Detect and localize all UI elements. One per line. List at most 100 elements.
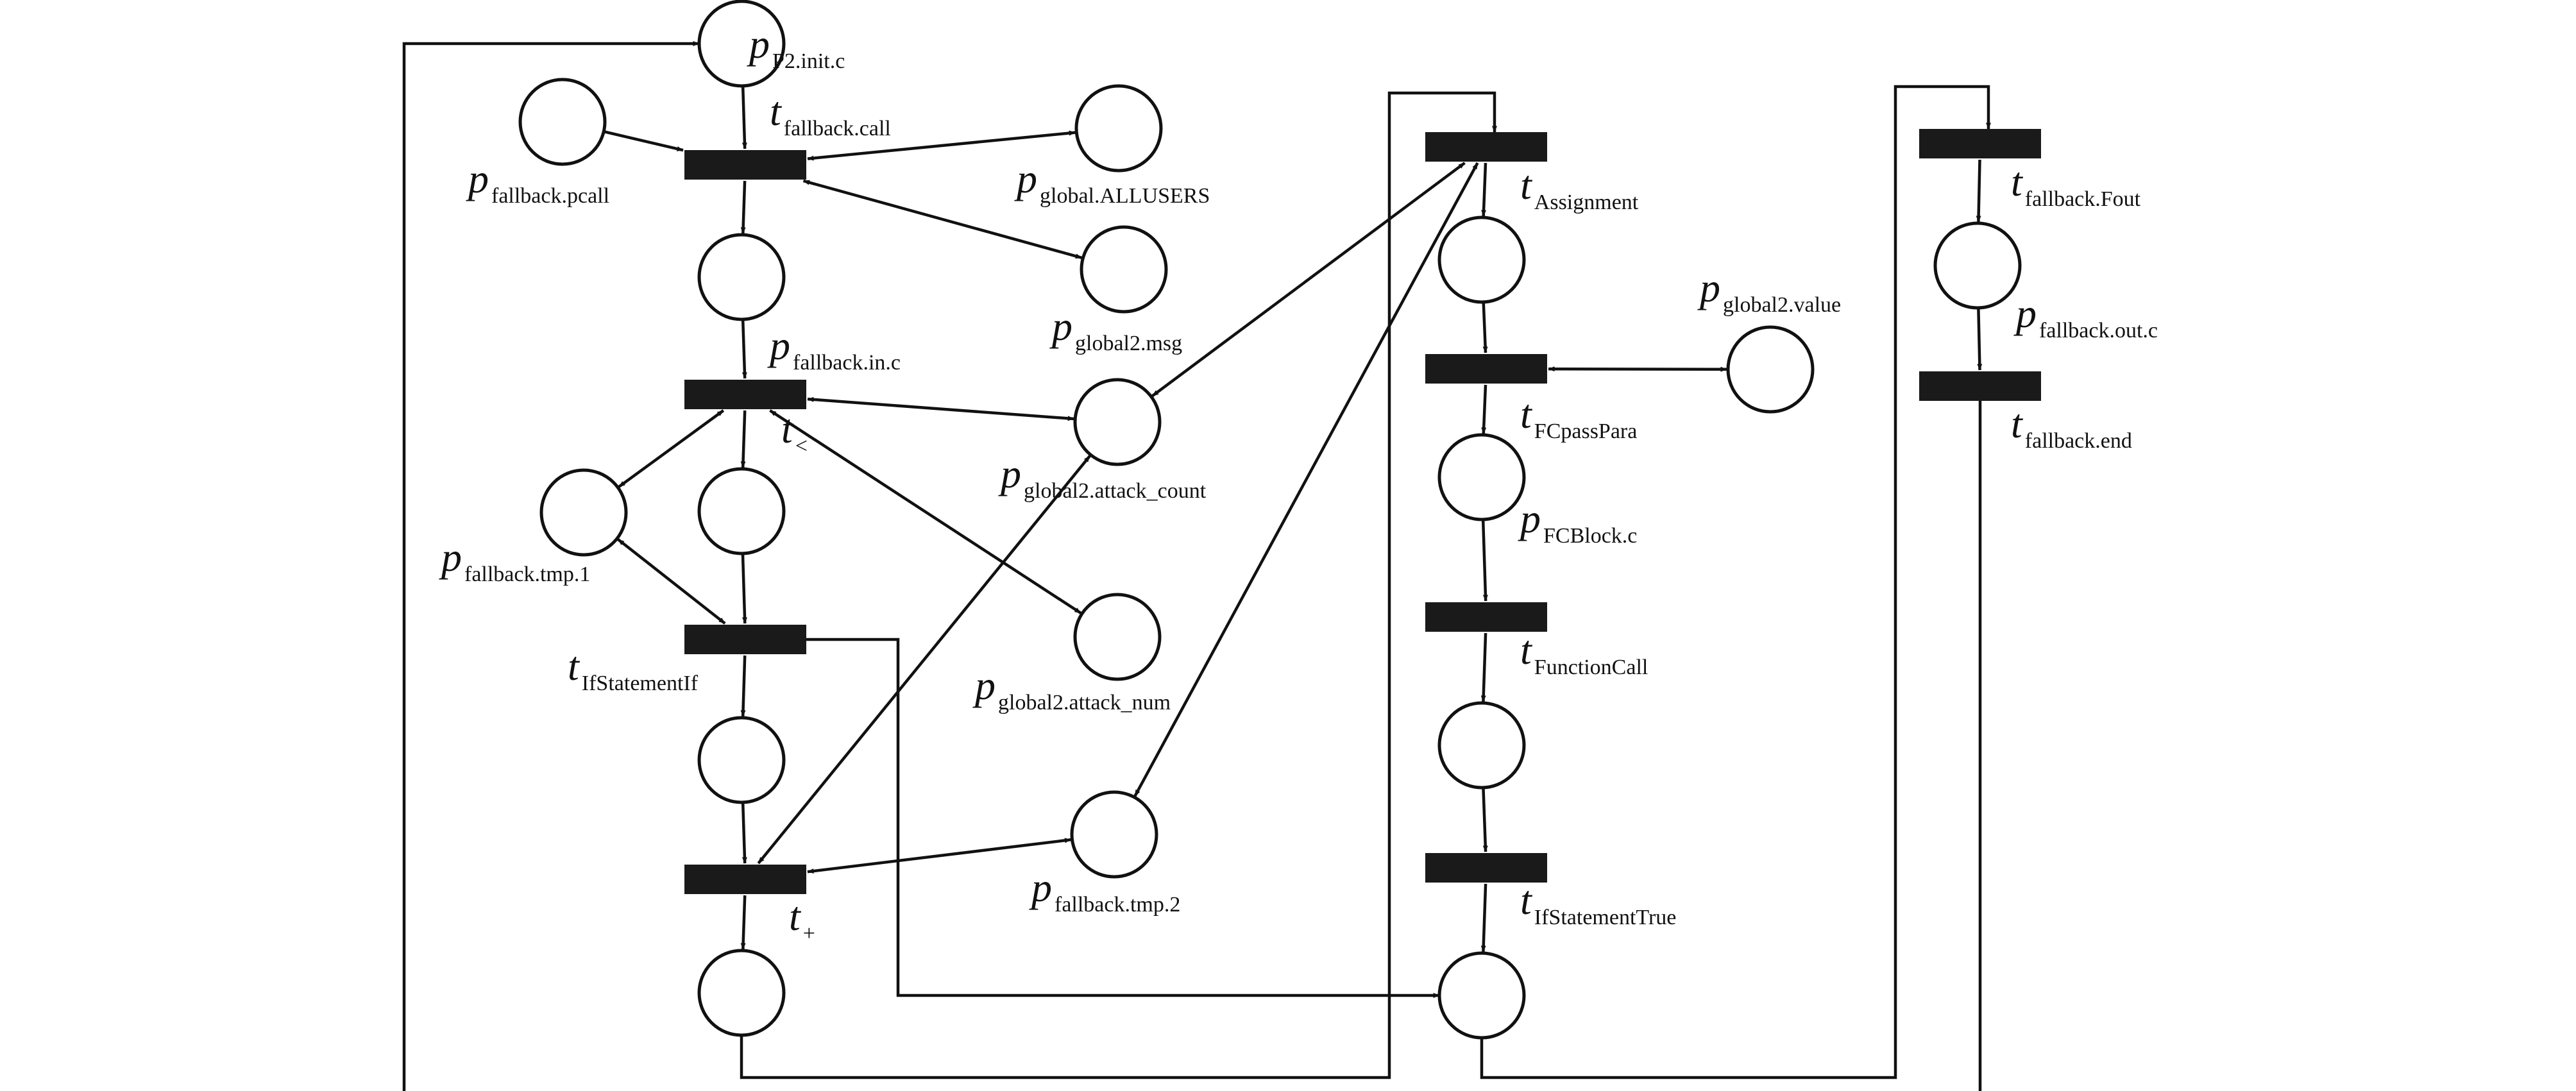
bidirectional-arc-t-plus-to-p-tmp2 (807, 838, 1071, 874)
arc-p-if-to-t-plus (741, 803, 747, 864)
place-p-mid (697, 467, 786, 555)
label-subscript: fallback.out.c (2039, 319, 2158, 343)
arc-p-init-to-t-call (741, 87, 747, 149)
label-symbol: p (1697, 265, 1720, 310)
label-subscript: global2.attack_num (998, 691, 1171, 715)
transition-fcpasspara (1425, 354, 1547, 384)
label-symbol: t (2011, 159, 2024, 205)
place-fallback-pcall (518, 78, 607, 166)
transition-label-t-plus: t+ (789, 893, 815, 945)
label-subscript: fallback.tmp.2 (1055, 893, 1180, 917)
label-subscript: global2.value (1723, 293, 1841, 317)
label-subscript: fallback.end (2025, 429, 2132, 453)
transition-ifstatementif (684, 625, 806, 654)
transition-functioncall (1425, 602, 1547, 632)
arc-t-pass-to-p-fcblock (1481, 384, 1487, 434)
arc-p-true-to-t-fout (1480, 85, 1991, 1079)
arc-t-end-to-p-init (402, 41, 1982, 1091)
place-global2-msg (1080, 225, 1168, 314)
arc-p-assign-to-t-pass (1482, 303, 1488, 353)
label-symbol: t (770, 89, 783, 134)
transition-fallback-end (1919, 371, 2041, 401)
nodes-layer (518, 0, 2041, 1040)
arc-t-plus-to-p-end-left (740, 895, 747, 950)
arc-p-fcblock-to-t-fcall (1481, 520, 1488, 602)
label-symbol: p (747, 21, 770, 67)
transition-fallback-fout (1919, 129, 2041, 158)
label-symbol: p (998, 451, 1021, 496)
label-symbol: p (466, 156, 489, 201)
arcs-layer (402, 41, 1991, 1091)
label-subscript: fallback.call (784, 117, 891, 140)
place-fallback-out-c (1933, 221, 2022, 310)
arc-t-fcall-to-p-fcall (1480, 632, 1487, 702)
label-symbol: t (781, 406, 794, 452)
arc-t-lt-to-p-mid (740, 410, 747, 468)
transition-fallback-call (684, 150, 806, 180)
label-symbol: t (568, 643, 580, 689)
place-fcblock-c (1437, 433, 1526, 521)
label-subscript: IfStatementIf (582, 672, 699, 695)
place-p-assign (1437, 216, 1526, 304)
transition-ifstatementtrue (1425, 853, 1547, 883)
arc-t-fout-to-p-out (1976, 159, 1981, 223)
bidirectional-arc-t-assign-to-p-tmp2 (1133, 162, 1479, 797)
bidirectional-arc-t-lt-to-p-tmp1 (618, 409, 725, 488)
bidirectional-arc-t-call-to-p-msg (802, 179, 1083, 260)
label-subscript: IfStatementTrue (1534, 906, 1677, 929)
label-symbol: t (1520, 162, 1533, 208)
label-subscript: global.ALLUSERS (1040, 184, 1210, 208)
label-subscript: fallback.tmp.1 (464, 562, 590, 586)
place-p2-init-c (697, 0, 786, 88)
place-global2-attack-count (1073, 378, 1162, 466)
transition-assignment (1425, 132, 1547, 162)
place-fallback-tmp-1 (539, 468, 628, 557)
label-subscript: < (795, 434, 808, 458)
arc-p-in-to-t-lt (741, 320, 747, 379)
place-global2-value (1726, 325, 1815, 414)
arc-p-pcall-to-t-call (604, 130, 684, 152)
arc-p-out-to-t-end (1977, 309, 1983, 371)
label-symbol: p (1029, 865, 1052, 910)
label-symbol: t (1520, 627, 1533, 673)
label-symbol: p (1049, 303, 1072, 349)
arc-t-assign-to-p-assign (1481, 162, 1487, 217)
label-subscript: P2.init.c (772, 49, 845, 73)
bidirectional-arc-t-lt-to-p-count (807, 396, 1074, 421)
label-symbol: p (972, 663, 996, 708)
label-symbol: p (2013, 291, 2037, 336)
label-symbol: p (1014, 156, 1037, 201)
label-symbol: p (1518, 496, 1541, 541)
label-symbol: t (1520, 877, 1533, 923)
place-p-if (697, 716, 786, 804)
place-fallback-tmp-2 (1070, 790, 1158, 879)
transition-label-t-lt: t< (781, 406, 808, 458)
label-subscript: fallback.in.c (793, 351, 901, 375)
place-global-allusers (1074, 84, 1163, 173)
label-subscript: global2.attack_count (1024, 479, 1207, 503)
label-subscript: + (803, 922, 815, 945)
label-subscript: global2.msg (1075, 332, 1182, 355)
label-symbol: t (789, 893, 802, 939)
transition-t-plus (684, 865, 806, 894)
label-subscript: fallback.pcall (491, 184, 609, 208)
label-symbol: p (439, 534, 462, 580)
place-p-fcall (1437, 701, 1526, 790)
label-subscript: FCBlock.c (1543, 524, 1637, 548)
place-p-true (1437, 951, 1526, 1040)
bidirectional-arc-p-tmp1-to-t-if (617, 538, 726, 625)
label-subscript: FCpassPara (1534, 419, 1638, 443)
